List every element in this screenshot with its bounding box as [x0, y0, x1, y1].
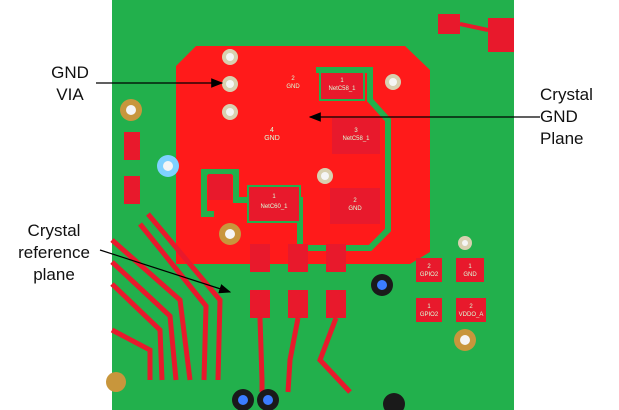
gnd-pad-2b [330, 188, 380, 224]
gnd-via-callout-line: VIA [56, 85, 84, 104]
gpio-pad-1-number: 1 [427, 304, 431, 310]
gnd-pad-4-number: 4 [270, 127, 274, 134]
vddo-net: VDDO_A [459, 312, 484, 318]
gpio2-pad-number: 2 [427, 264, 431, 270]
crystal-reference-plane-callout: Crystal reference plane [6, 220, 102, 286]
smd-pad [326, 244, 346, 272]
smd-pad [208, 174, 232, 200]
trace [459, 22, 489, 32]
crystal-reference-plane-arrow [99, 249, 232, 294]
crystal-gnd-plane-callout: Crystal GND Plane [540, 84, 615, 150]
netc58-pad-3-number: 3 [354, 128, 358, 134]
smd-pad [288, 290, 308, 318]
vddo-pad [456, 298, 486, 322]
gnd-via-callout-line: GND [51, 63, 89, 82]
gpio2-net: GPIO2 [420, 272, 439, 278]
smd-pad [488, 18, 514, 52]
gnd-pad-2b-net: GND [348, 206, 362, 212]
netc60-pad-1-number: 1 [272, 194, 276, 200]
gnd-via-callout: GND VIA [44, 62, 96, 106]
netc58-pad-3-net: NetC58_1 [342, 136, 370, 142]
crystal-gnd-plane-callout-line: Crystal [540, 85, 593, 104]
gnd-right-net: GND [463, 272, 477, 278]
gnd-right-pad-number: 1 [468, 264, 472, 270]
netc58-pad-3 [332, 118, 380, 154]
crystal-reference-plane-callout-line: Crystal [27, 221, 81, 240]
smd-pad [124, 176, 140, 204]
crystal-reference-plane-callout-line: reference [18, 243, 90, 262]
trace-group [110, 212, 352, 394]
via-bottom-left [106, 372, 126, 392]
via-black [383, 393, 405, 410]
smd-pad [326, 290, 346, 318]
gnd-pad-2-net: GND [286, 84, 300, 90]
smd-pad [250, 290, 270, 318]
crystal-reference-plane-callout-line: plane [33, 265, 75, 284]
gnd-via-group [219, 49, 401, 245]
netc60-pad-1 [247, 185, 301, 223]
netc58-pad-1-net: NetC58_1 [328, 86, 356, 92]
gnd-pad-2b-number: 2 [353, 198, 357, 204]
netc60-pad-1-net: NetC60_1 [260, 204, 288, 210]
crystal-gnd-plane-callout-line: GND [540, 107, 578, 126]
smd-pad [124, 132, 140, 160]
gnd-pad-4-net: GND [264, 135, 280, 142]
vddo-pad-number: 2 [469, 304, 473, 310]
gpio-pad-1 [416, 298, 442, 322]
crystal-gnd-plane-callout-line: Plane [540, 129, 584, 148]
gnd-right-pad [456, 258, 484, 282]
netc58-pad-1-number: 1 [340, 78, 344, 84]
gnd-pad-2-number: 2 [291, 76, 295, 82]
gpio2-pad [416, 258, 442, 282]
smd-pad [438, 14, 460, 34]
smd-pad [288, 244, 308, 272]
gpio-net: GPIO2 [420, 312, 439, 318]
smd-pad [250, 244, 270, 272]
netc58-pad-1 [319, 71, 365, 101]
